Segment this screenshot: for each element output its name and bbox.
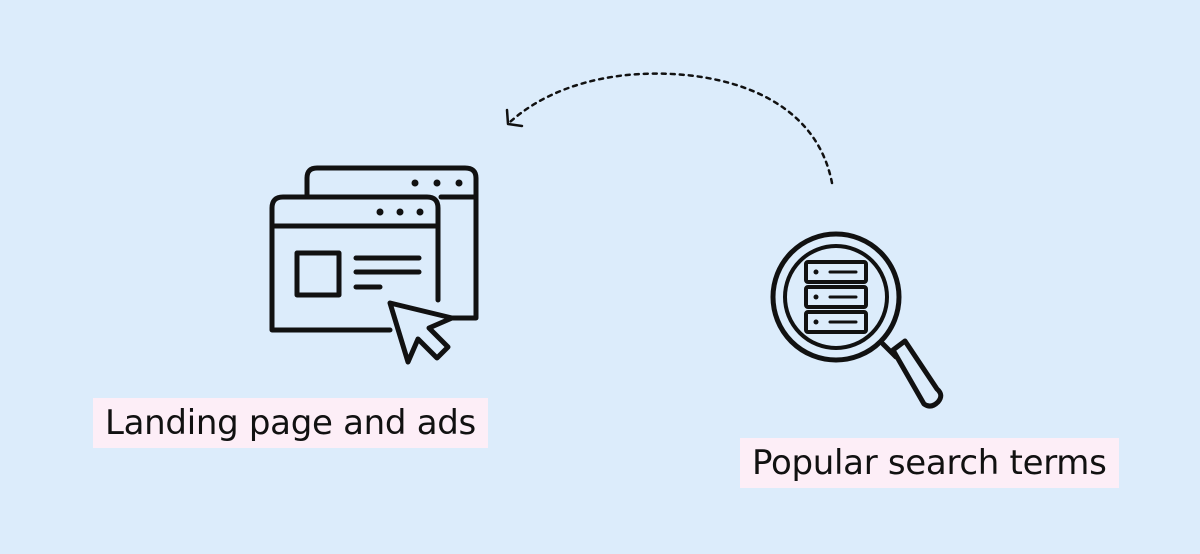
browser-windows-cursor-icon — [269, 165, 479, 365]
search-terms-label: Popular search terms — [740, 438, 1119, 488]
dashed-arrow-path — [508, 72, 834, 185]
image-placeholder-icon — [294, 250, 342, 298]
back-window-dot — [455, 179, 463, 187]
magnifier-inner-ring — [783, 244, 889, 350]
magnifier-outer-ring — [770, 231, 902, 363]
arrow-head-icon — [505, 108, 524, 128]
server-dot — [813, 319, 819, 325]
landing-page-label: Landing page and ads — [93, 398, 488, 448]
magnifier-grip — [890, 338, 944, 409]
front-window-dot — [376, 208, 384, 216]
front-window-frame — [269, 194, 441, 333]
mouse-cursor-icon — [387, 300, 455, 365]
back-window-frame — [304, 165, 479, 321]
back-window-dot — [411, 179, 419, 187]
front-window-dot — [396, 208, 404, 216]
server-block-bottom — [804, 310, 868, 334]
server-dot — [813, 294, 819, 300]
server-dots — [813, 269, 819, 325]
window-dots — [376, 179, 463, 216]
back-window-dot — [433, 179, 441, 187]
dashed-arrow-connector — [505, 72, 834, 185]
server-block-middle — [804, 285, 868, 309]
front-window-dot — [416, 208, 424, 216]
server-dot — [813, 269, 819, 275]
magnifier-database-icon — [770, 231, 944, 409]
server-block-top — [804, 260, 868, 284]
